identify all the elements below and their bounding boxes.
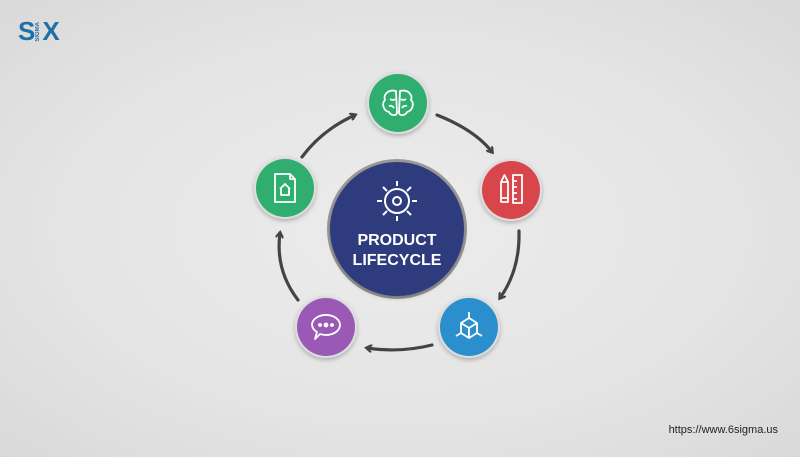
brain-icon <box>382 89 414 117</box>
pencil-ruler-icon <box>500 174 523 204</box>
cube-icon <box>455 312 483 339</box>
stage-circle <box>256 159 314 217</box>
stage-circle <box>482 161 540 219</box>
logo-x: X <box>42 16 59 46</box>
stage-2 <box>480 159 542 221</box>
stage-circle <box>369 74 427 132</box>
logo-s: S <box>18 16 35 46</box>
arrow-3 <box>367 343 434 350</box>
arrow-1 <box>435 113 492 152</box>
stage-3 <box>438 296 500 358</box>
center-circle: PRODUCT LIFECYCLE <box>327 159 467 299</box>
arrow-5 <box>300 115 355 159</box>
stage-5 <box>254 157 316 219</box>
arrow-2 <box>500 229 521 298</box>
stage-1 <box>367 72 429 134</box>
arrow-4 <box>279 233 300 302</box>
website-url: https://www.6sigma.us <box>668 424 778 436</box>
center-title-line2: LIFECYCLE <box>353 252 442 269</box>
chat-bubble-icon <box>311 314 341 340</box>
stage-4 <box>295 296 357 358</box>
gear-sun-icon <box>377 181 417 221</box>
six-sigma-logo: S SIGMA X <box>18 16 60 47</box>
center-title-line1: PRODUCT <box>357 232 436 249</box>
document-home-icon <box>274 173 296 203</box>
